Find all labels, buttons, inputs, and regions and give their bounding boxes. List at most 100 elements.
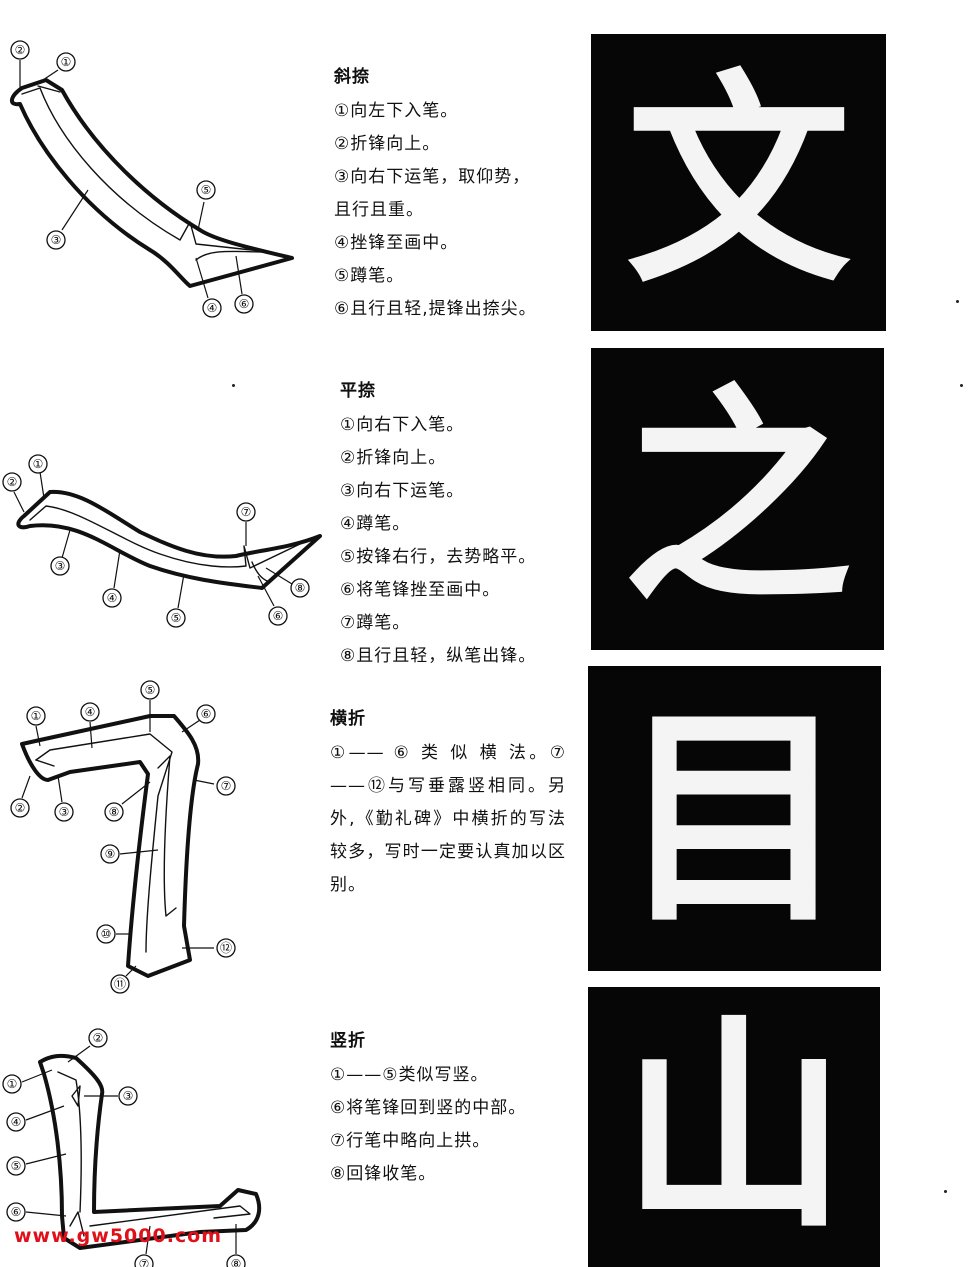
step-line: ④蹲笔。: [340, 514, 411, 534]
marker-4: [80, 702, 100, 722]
svg-text:⑨: ⑨: [105, 847, 116, 861]
step-line: ⑥且行且轻,提锋出捺尖。: [334, 299, 537, 319]
section-paragraph: ①—— ⑥ 类 似 横 法。⑦——⑫与写垂露竖相同。另外,《勤礼碑》中横折的写法…: [330, 743, 566, 895]
svg-text:⑧: ⑧: [109, 805, 120, 819]
marker-9: [100, 844, 120, 864]
svg-text:①: ①: [31, 709, 42, 723]
step-line: ②折锋向上。: [334, 134, 441, 154]
character-panel-zhi: 之: [591, 348, 884, 650]
diagram-shuzhe: ① ② ③ ④ ⑤ ⑥ ⑦ ⑧: [0, 1026, 270, 1267]
marker-7: [216, 776, 236, 796]
step-line: ⑧回锋收笔。: [330, 1164, 437, 1184]
scan-speck: [944, 1190, 947, 1193]
marker-8: [226, 1254, 246, 1267]
svg-text:⑪: ⑪: [114, 977, 126, 991]
svg-text:③: ③: [59, 805, 70, 819]
svg-text:③: ③: [55, 559, 66, 573]
scan-speck: [232, 384, 235, 387]
marker-4: [202, 298, 222, 318]
scan-speck: [960, 384, 963, 387]
svg-text:④: ④: [207, 301, 218, 315]
calligraphy-character: 文: [626, 50, 851, 314]
diagram-pingna: ① ② ③ ④ ⑤ ⑥ ⑦ ⑧: [0, 450, 340, 640]
step-line: ⑤蹲笔。: [334, 266, 405, 286]
stroke-outline: [10, 78, 294, 288]
marker-6: [234, 294, 254, 314]
svg-text:⑤: ⑤: [11, 1159, 22, 1173]
svg-text:②: ②: [93, 1031, 104, 1045]
marker-6: [196, 704, 216, 724]
step-line: ⑤按锋右行，去势略平。: [340, 547, 537, 567]
marker-2: [88, 1028, 108, 1048]
calligraphy-character: 之: [622, 364, 853, 634]
marker-4: [6, 1112, 26, 1132]
section-hengzhe-text: 横折 ①—— ⑥ 类 似 横 法。⑦——⑫与写垂露竖相同。另外,《勤礼碑》中横折…: [330, 704, 566, 902]
marker-7: [236, 502, 256, 522]
marker-3: [54, 802, 74, 822]
svg-text:②: ②: [15, 801, 26, 815]
svg-text:③: ③: [123, 1089, 134, 1103]
marker-4: [102, 588, 122, 608]
svg-text:③: ③: [51, 233, 62, 247]
marker-8: [104, 802, 124, 822]
calligraphy-character: 目: [619, 683, 850, 954]
marker-7: [134, 1254, 154, 1267]
stroke-inner: [21, 87, 271, 261]
section-xiena-text: 斜捺 ①向左下入笔。 ②折锋向上。 ③向右下运笔，取仰势， 且行且重。 ④挫锋至…: [334, 62, 537, 326]
section-shuzhe-text: 竖折 ①——⑤类似写竖。 ⑥将笔锋回到竖的中部。 ⑦行笔中略向上拱。 ⑧回锋收笔…: [330, 1026, 526, 1191]
svg-text:②: ②: [7, 475, 18, 489]
svg-text:⑧: ⑧: [231, 1257, 242, 1267]
marker-1: [28, 454, 48, 474]
svg-text:④: ④: [85, 705, 96, 719]
step-line: ③向右下运笔，取仰势，: [334, 167, 531, 187]
marker-5: [6, 1156, 26, 1176]
diagram-xiena: ① ② ③ ④ ⑤ ⑥: [0, 30, 310, 330]
svg-text:⑤: ⑤: [145, 683, 156, 697]
diagram-hengzhe: ① ② ③ ④ ⑤ ⑥ ⑦ ⑧ ⑨ ⑩ ⑪ ⑫: [0, 676, 250, 996]
character-panel-wen: 文: [591, 34, 886, 331]
step-line: 且行且重。: [334, 200, 424, 220]
marker-3: [50, 556, 70, 576]
step-line: ⑥将笔锋挫至画中。: [340, 580, 501, 600]
marker-8: [290, 578, 310, 598]
section-title: 竖折: [330, 1031, 366, 1051]
step-line: ①向右下入笔。: [340, 415, 465, 435]
marker-2: [10, 798, 30, 818]
svg-text:⑥: ⑥: [273, 609, 284, 623]
svg-text:⑤: ⑤: [171, 611, 182, 625]
step-line: ①向左下入笔。: [334, 101, 459, 121]
calligraphy-character: 山: [621, 994, 847, 1259]
marker-6: [6, 1202, 26, 1222]
section-pingna-text: 平捺 ①向右下入笔。 ②折锋向上。 ③向右下运笔。 ④蹲笔。 ⑤按锋右行，去势略…: [340, 376, 536, 673]
svg-text:⑥: ⑥: [201, 707, 212, 721]
step-line: ⑧且行且轻，纵笔出锋。: [340, 646, 537, 666]
marker-3: [118, 1086, 138, 1106]
marker-1: [26, 706, 46, 726]
step-line: ④挫锋至画中。: [334, 233, 459, 253]
svg-text:⑧: ⑧: [295, 581, 306, 595]
marker-2: [10, 40, 30, 60]
marker-5: [140, 680, 160, 700]
step-line: ⑥将笔锋回到竖的中部。: [330, 1098, 527, 1118]
marker-5: [166, 608, 186, 628]
svg-text:②: ②: [15, 43, 26, 57]
svg-text:④: ④: [11, 1115, 22, 1129]
marker-3: [46, 230, 66, 250]
character-panel-mu: 目: [588, 666, 881, 971]
svg-text:①: ①: [61, 55, 72, 69]
svg-text:⑤: ⑤: [201, 183, 212, 197]
marker-12: [216, 938, 236, 958]
step-line: ②折锋向上。: [340, 448, 447, 468]
watermark: www.gw5000.com: [14, 1225, 223, 1247]
step-line: ⑦蹲笔。: [340, 613, 411, 633]
marker-group: ① ② ③ ④ ⑤ ⑥: [10, 40, 254, 318]
section-title: 斜捺: [334, 67, 370, 87]
marker-11: [110, 974, 130, 994]
svg-text:⑥: ⑥: [11, 1205, 22, 1219]
step-line: ①——⑤类似写竖。: [330, 1065, 489, 1085]
svg-text:⑦: ⑦: [221, 779, 232, 793]
character-panel-shan: 山: [588, 987, 880, 1267]
svg-text:⑦: ⑦: [139, 1257, 150, 1267]
svg-text:⑦: ⑦: [241, 505, 252, 519]
step-line: ⑦行笔中略向上拱。: [330, 1131, 491, 1151]
